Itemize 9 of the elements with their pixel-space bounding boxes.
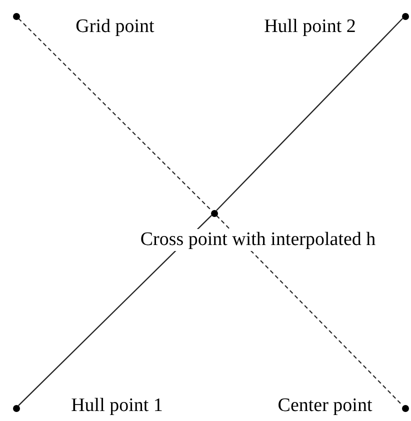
connector-line: [216, 215, 403, 406]
connector-line: [18, 18, 212, 211]
point-label: Grid point: [74, 16, 156, 38]
connector-line: [216, 18, 403, 211]
point-label: Center point: [276, 395, 374, 417]
connector-line: [18, 215, 212, 406]
point-label: Cross point with interpolated h: [138, 229, 378, 251]
point-label: Hull point 1: [69, 395, 165, 417]
point-label: Hull point 2: [262, 16, 358, 38]
